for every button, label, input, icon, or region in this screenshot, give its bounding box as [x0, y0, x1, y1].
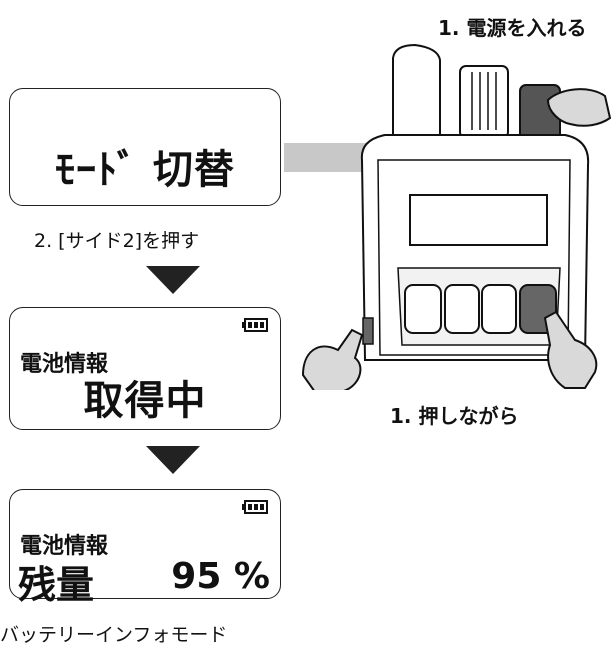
battery-info-label: 電池情報 — [20, 534, 109, 559]
hand-icon — [546, 88, 611, 127]
key-center-left — [444, 284, 480, 334]
hand-icon — [543, 310, 598, 389]
key-left — [404, 284, 442, 334]
down-arrow-icon — [146, 446, 200, 474]
radio-illustration — [284, 43, 611, 390]
mode-switch-text: ﾓｰﾄﾞ 切替 — [55, 147, 235, 193]
lcd-display-battery-remaining: 電池情報 残量 95 % — [9, 489, 281, 607]
lcd-display-mode-switch: ﾓｰﾄﾞ 切替 — [9, 88, 281, 206]
remaining-value: 95 % — [171, 556, 270, 597]
battery-icon — [242, 318, 268, 332]
step-press-side2-label: 2. [サイド2]を押す — [34, 230, 200, 252]
battery-info-label: 電池情報 — [20, 352, 109, 377]
battery-info-mode-caption: バッテリーインフォモード — [0, 624, 228, 646]
step-hold-while-label: 1. 押しながら — [390, 404, 519, 428]
remaining-label: 残量 — [18, 563, 95, 607]
fetching-status-text: 取得中 — [83, 378, 207, 424]
volume-knob — [459, 65, 509, 139]
battery-icon — [242, 500, 268, 514]
side-button — [362, 317, 374, 345]
down-arrow-icon — [146, 266, 200, 294]
step-power-on-label: 1. 電源を入れる — [438, 16, 587, 40]
antenna — [392, 43, 441, 136]
key-center-right — [481, 284, 517, 334]
hand-icon — [301, 328, 364, 390]
radio-screen — [409, 194, 548, 246]
lcd-display-battery-fetching: 電池情報 取得中 — [9, 307, 281, 430]
